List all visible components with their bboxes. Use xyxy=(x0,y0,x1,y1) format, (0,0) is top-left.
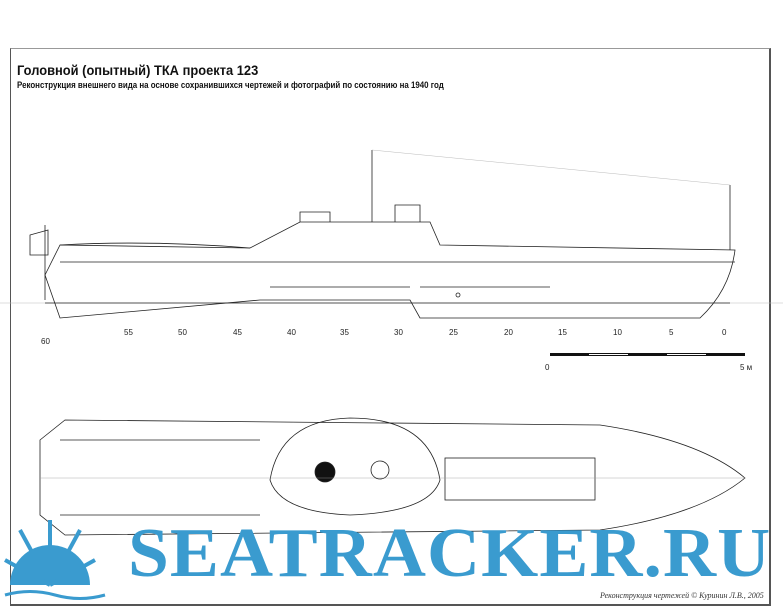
drawing-frame xyxy=(10,48,771,606)
station-label: 30 xyxy=(394,328,403,337)
top-view xyxy=(39,417,746,536)
station-label: 5 xyxy=(669,328,674,337)
side-view xyxy=(0,149,783,319)
station-label: 0 xyxy=(722,328,727,337)
station-label: 60 xyxy=(41,337,50,346)
station-label: 20 xyxy=(504,328,513,337)
station-label: 50 xyxy=(178,328,187,337)
station-label: 55 xyxy=(124,328,133,337)
watermark-logo-icon xyxy=(4,520,106,600)
station-label: 45 xyxy=(233,328,242,337)
station-label: 35 xyxy=(340,328,349,337)
scale-bar xyxy=(550,353,745,356)
scale-end-label: 5 м xyxy=(740,363,753,372)
drawing-credit: Реконструкция чертежей © Куринин Л.В., 2… xyxy=(600,591,764,600)
station-label: 10 xyxy=(613,328,622,337)
station-label: 15 xyxy=(558,328,567,337)
station-label: 40 xyxy=(287,328,296,337)
drawing-title: Головной (опытный) ТКА проекта 123 xyxy=(17,62,259,78)
watermark-text: SEATRACKER.RU xyxy=(128,515,772,592)
drawing-subtitle: Реконструкция внешнего вида на основе со… xyxy=(17,80,444,90)
scale-start-label: 0 xyxy=(545,363,550,372)
station-label: 25 xyxy=(449,328,458,337)
